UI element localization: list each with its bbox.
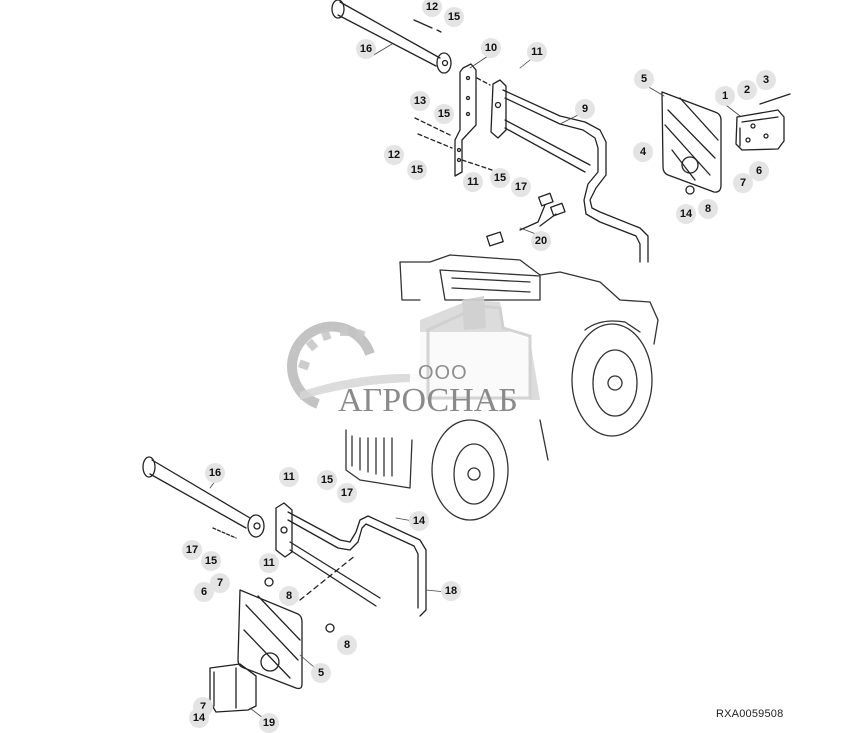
callout-15: 15: [444, 7, 464, 27]
callout-6: 6: [749, 161, 769, 181]
callout-15: 15: [407, 160, 427, 180]
tail-light-lower: [209, 663, 257, 713]
callout-10: 10: [481, 38, 501, 58]
bolt-12-top: [413, 19, 433, 29]
tractor-body: [345, 254, 659, 521]
callout-13: 13: [410, 91, 430, 111]
upper-tube-bracket-9: [490, 79, 649, 263]
support-rod-upper: [331, 0, 452, 74]
callout-5: 5: [311, 663, 331, 683]
callout-12: 12: [422, 0, 442, 17]
callout-9: 9: [575, 99, 595, 119]
tail-light-upper: [735, 109, 785, 151]
callout-14: 14: [409, 511, 429, 531]
wiring-harness-20: [486, 192, 566, 247]
callout-2: 2: [737, 80, 757, 100]
callout-17: 17: [337, 483, 357, 503]
callout-17: 17: [182, 540, 202, 560]
clip-8: [685, 185, 695, 195]
lower-tube-bracket-18: [275, 502, 427, 617]
callout-19: 19: [259, 713, 279, 733]
watermark-company-name: АГРОСНАБ: [338, 382, 518, 419]
mounting-plate-10: [454, 63, 477, 177]
clip-8: [264, 577, 274, 587]
callout-8: 8: [279, 586, 299, 606]
callout-11: 11: [279, 467, 299, 487]
callout-20: 20: [531, 231, 551, 251]
diagram-reference-code: RXA0059508: [716, 708, 784, 720]
callout-7: 7: [210, 573, 230, 593]
callout-16: 16: [356, 39, 376, 59]
callout-18: 18: [441, 581, 461, 601]
callout-15: 15: [490, 168, 510, 188]
callout-6: 6: [194, 582, 214, 602]
watermark-prefix: ООО: [418, 362, 468, 384]
support-rod-lower: [142, 456, 265, 538]
callout-4: 4: [633, 142, 653, 162]
callout-17: 17: [511, 177, 531, 197]
callout-11: 11: [463, 172, 483, 192]
callout-14: 14: [676, 204, 696, 224]
callout-11: 11: [527, 42, 547, 62]
reflector-plate-upper: [661, 91, 722, 193]
callout-5: 5: [634, 69, 654, 89]
callout-15: 15: [434, 104, 454, 124]
callout-1: 1: [715, 86, 735, 106]
callout-11: 11: [259, 553, 279, 573]
callout-8: 8: [337, 635, 357, 655]
callout-15: 15: [317, 470, 337, 490]
callout-14: 14: [189, 708, 209, 728]
callout-16: 16: [205, 463, 225, 483]
callout-7: 7: [733, 173, 753, 193]
callout-15: 15: [201, 551, 221, 571]
clip-8: [325, 623, 335, 633]
callout-3: 3: [756, 70, 776, 90]
callout-12: 12: [384, 145, 404, 165]
callout-8: 8: [698, 199, 718, 219]
